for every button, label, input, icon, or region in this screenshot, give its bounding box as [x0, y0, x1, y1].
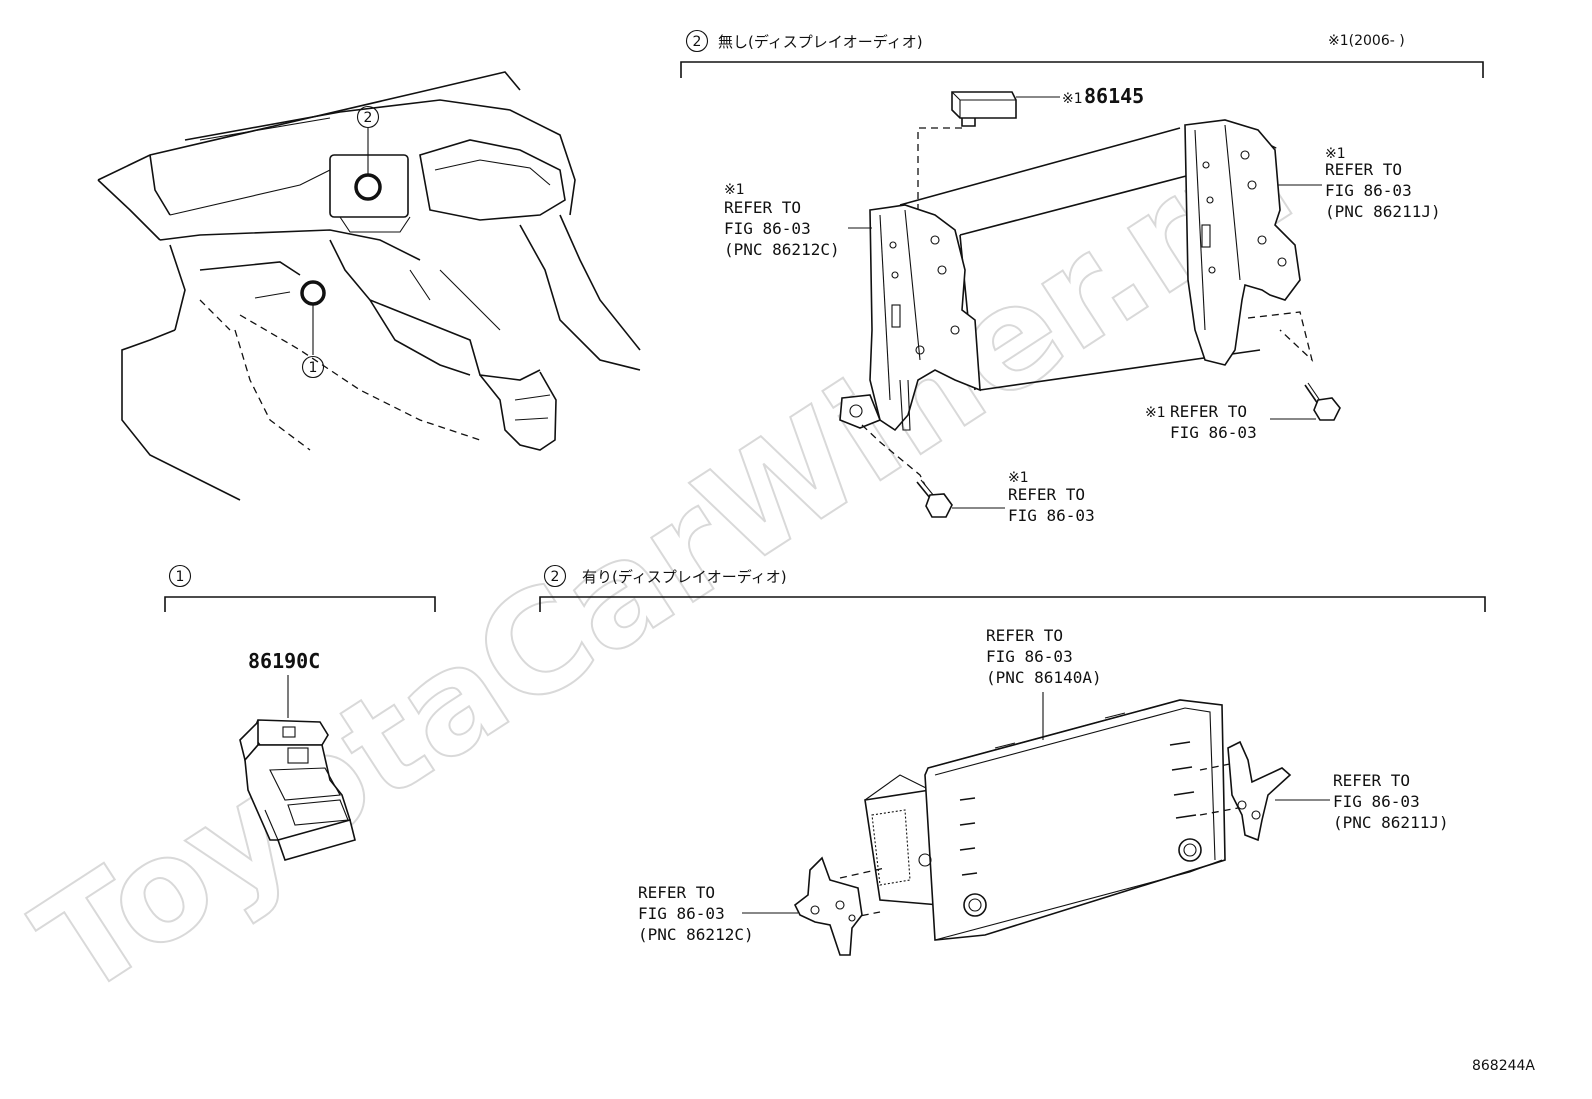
section-without-display-audio: 2 無し(ディスプレイオーディオ) ※1(2006- ) ※1 86145	[680, 29, 1484, 525]
section-switch: 1 86190C	[164, 564, 436, 861]
ref-bottom-right-bracket-line2: FIG 86-03	[1333, 792, 1420, 811]
section-bracket	[680, 61, 1484, 78]
section-2b-index-label: 2	[551, 569, 560, 585]
ref-top-left-bolt-mark: ※1	[1008, 470, 1029, 486]
overview-callout-1-label: 1	[309, 360, 318, 376]
left-bracket-top	[839, 204, 981, 432]
section-2b-bracket	[539, 596, 1486, 612]
callout-1-ring	[300, 280, 326, 306]
ref-top-left-bolt-line2: FIG 86-03	[1008, 506, 1095, 525]
section-1-index-label: 1	[176, 569, 185, 585]
ref-top-right-bolt-line1: REFER TO	[1170, 402, 1247, 421]
section-1-bracket	[164, 596, 436, 612]
ref-top-right-bracket-line1: REFER TO	[1325, 160, 1402, 179]
section-index-label: 2	[693, 34, 702, 50]
section-title: 無し(ディスプレイオーディオ)	[718, 33, 923, 51]
bolt-left-top	[916, 479, 953, 518]
overview-callout-2-label: 2	[364, 110, 373, 126]
ref-bottom-left-bracket-line3: (PNC 86212C)	[638, 925, 754, 944]
part-86145	[951, 91, 1060, 127]
part-86145-number: 86145	[1084, 84, 1144, 108]
ref-top-left-bracket-line1: REFER TO	[724, 198, 801, 217]
ref-bottom-left-bracket-line1: REFER TO	[638, 883, 715, 902]
ref-top-left-bracket-mark: ※1	[724, 182, 745, 198]
ref-top-left-bracket-line2: FIG 86-03	[724, 219, 811, 238]
ref-bottom-display-line3: (PNC 86140A)	[986, 668, 1102, 687]
section-2b-title: 有り(ディスプレイオーディオ)	[582, 568, 787, 586]
ref-top-right-bracket-line2: FIG 86-03	[1325, 181, 1412, 200]
ref-top-right-bolt-mark: ※1	[1145, 405, 1166, 421]
part-86145-mark: ※1	[1062, 91, 1083, 107]
section-note: ※1(2006- )	[1328, 33, 1405, 49]
section-with-display-audio: 2 有り(ディスプレイオーディオ)	[539, 564, 1486, 956]
left-bracket-bottom	[793, 856, 863, 956]
dashboard-overview: 2 1	[97, 71, 641, 501]
section-index-circle	[685, 29, 709, 53]
section-2b-index-circle	[543, 564, 567, 588]
display-audio-unit	[864, 699, 1226, 941]
ref-bottom-right-bracket-line1: REFER TO	[1333, 771, 1410, 790]
figure-id: 868244A	[1472, 1058, 1535, 1074]
ref-top-right-bracket-line3: (PNC 86211J)	[1325, 202, 1441, 221]
ref-top-left-bracket-line3: (PNC 86212C)	[724, 240, 840, 259]
overview-callout-2	[356, 105, 380, 129]
right-bracket-bottom	[1227, 740, 1292, 842]
ref-top-right-bracket-mark: ※1	[1325, 146, 1346, 162]
ref-bottom-display-line1: REFER TO	[986, 626, 1063, 645]
overview-callout-1	[301, 355, 325, 379]
display-unit-overview	[329, 154, 409, 218]
ref-bottom-left-bracket-line2: FIG 86-03	[638, 904, 725, 923]
ref-top-left-bolt-line1: REFER TO	[1008, 485, 1085, 504]
ref-top-right-bolt-line2: FIG 86-03	[1170, 423, 1257, 442]
ref-bottom-right-bracket-line3: (PNC 86211J)	[1333, 813, 1449, 832]
part-86190c-switch	[239, 719, 356, 861]
section-1-index-circle	[168, 564, 192, 588]
bolt-right-top	[1304, 382, 1341, 421]
right-bracket-top	[1184, 119, 1301, 366]
ref-bottom-display-line2: FIG 86-03	[986, 647, 1073, 666]
part-86190c-number: 86190C	[248, 649, 320, 673]
